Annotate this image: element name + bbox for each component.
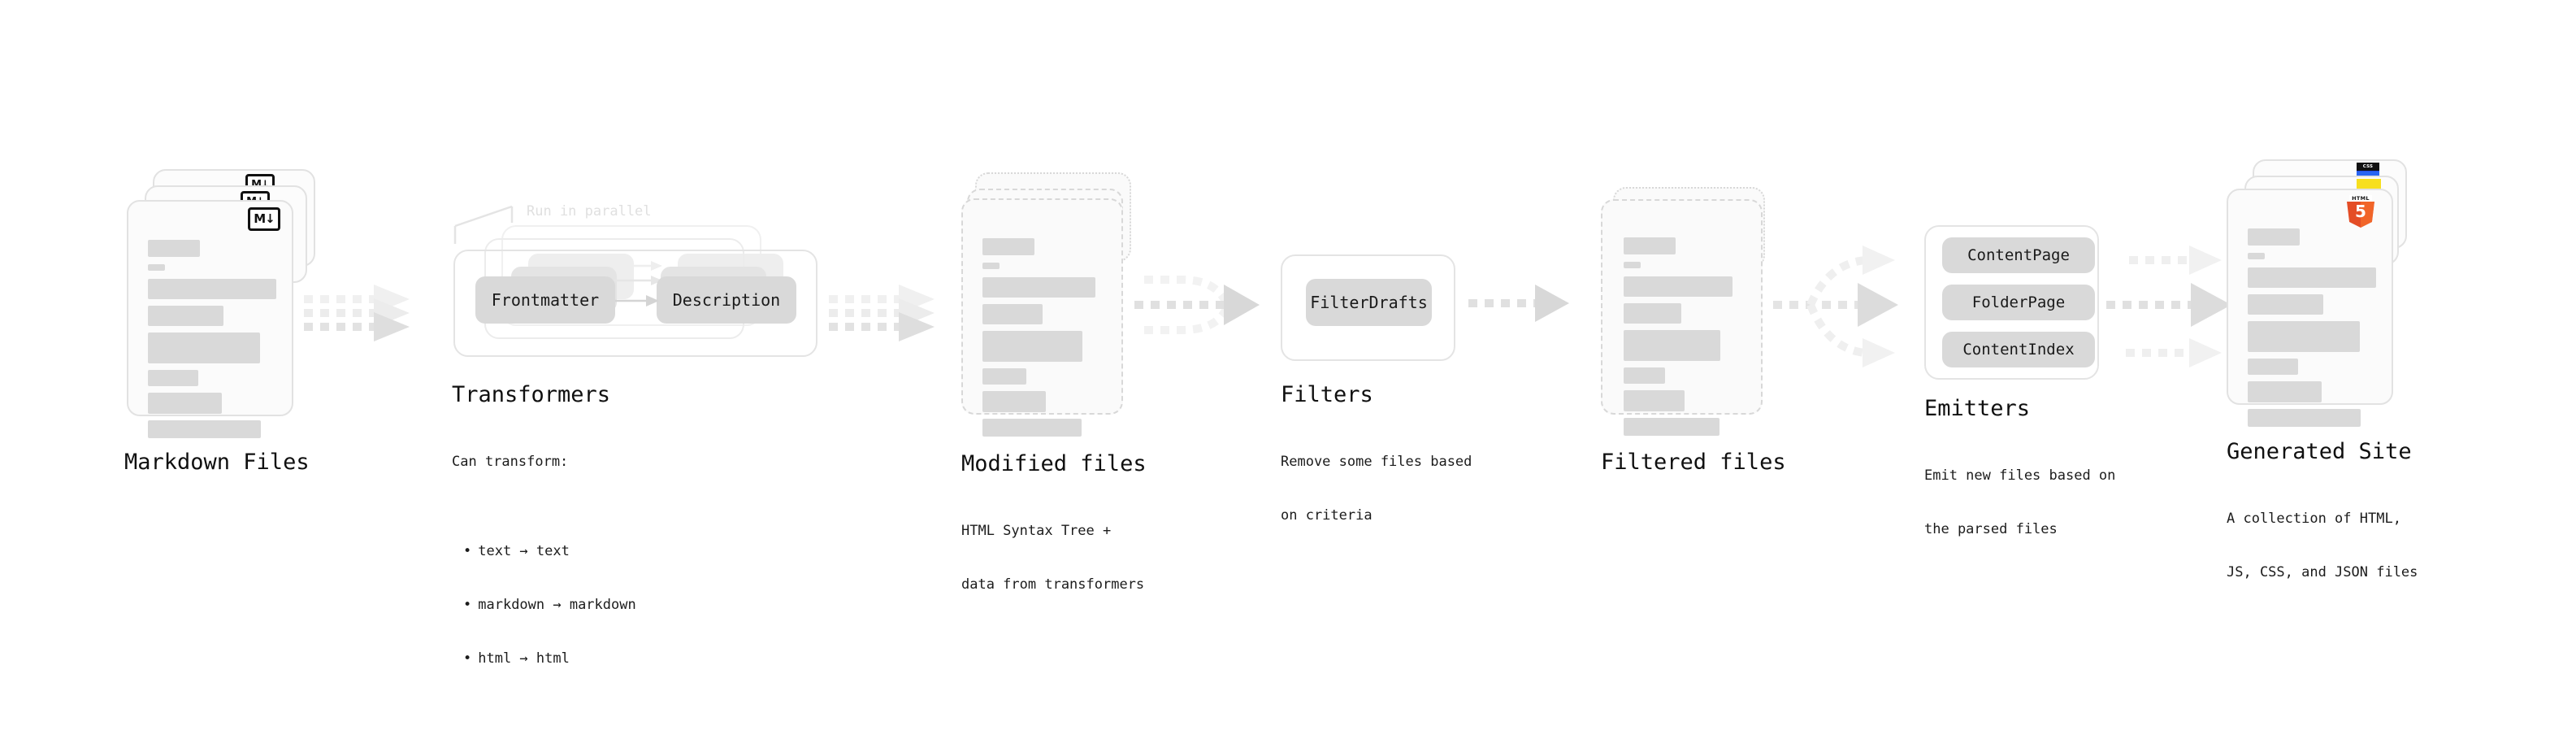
markdown-card-front bbox=[127, 200, 293, 438]
markdown-icon: M↓ bbox=[248, 207, 280, 231]
skeleton-line bbox=[982, 277, 1095, 298]
skeleton-line bbox=[982, 368, 1026, 385]
html5-icon-cap: HTML bbox=[2349, 195, 2372, 202]
transformers-intro: Can transform: bbox=[452, 454, 569, 470]
generated-desc-line-1: A collection of HTML, bbox=[2227, 511, 2401, 527]
modified-desc-line-1: HTML Syntax Tree + bbox=[961, 523, 1112, 539]
filters-desc-line-1: Remove some files based bbox=[1281, 454, 1472, 470]
skeleton-line bbox=[1624, 418, 1720, 436]
skeleton-line bbox=[148, 393, 222, 414]
skeleton-line bbox=[2248, 267, 2376, 288]
connector-modified-to-filters bbox=[1133, 259, 1279, 380]
skeleton-line bbox=[1624, 303, 1681, 324]
skeleton-line bbox=[148, 370, 198, 386]
transformers-rule: markdown → markdown bbox=[463, 596, 635, 614]
connector-markdown-to-transformers bbox=[302, 268, 432, 350]
site-card-front bbox=[2227, 189, 2393, 427]
skeleton-line bbox=[982, 419, 1082, 437]
filters-description: Remove some files based on criteria bbox=[1281, 417, 1472, 560]
stage-title-filtered-files: Filtered files bbox=[1601, 450, 1786, 475]
skeleton-line bbox=[2248, 409, 2361, 427]
skeleton-line bbox=[982, 304, 1043, 324]
connector-filters-to-filtered bbox=[1467, 283, 1589, 332]
skeleton-line bbox=[1624, 390, 1685, 411]
skeleton-line bbox=[2248, 321, 2360, 352]
skeleton-subtitle bbox=[982, 263, 1000, 269]
skeleton-line bbox=[1624, 276, 1733, 297]
skeleton-line bbox=[1624, 330, 1720, 361]
skeleton-line bbox=[982, 331, 1082, 362]
modified-card-front bbox=[961, 198, 1123, 437]
skeleton-line bbox=[2248, 381, 2322, 402]
skeleton-line bbox=[2248, 359, 2298, 375]
skeleton-title bbox=[148, 240, 200, 257]
filtered-card-front bbox=[1601, 199, 1763, 436]
filter-node-filterdrafts[interactable]: FilterDrafts bbox=[1306, 279, 1432, 326]
skeleton-title bbox=[2248, 228, 2300, 246]
stage-title-modified-files: Modified files bbox=[961, 451, 1147, 476]
emitter-node-contentindex[interactable]: ContentIndex bbox=[1942, 332, 2095, 367]
skeleton-line bbox=[148, 333, 260, 363]
filters-desc-line-2: on criteria bbox=[1281, 507, 1373, 524]
emitter-node-contentpage[interactable]: ContentPage bbox=[1942, 237, 2095, 273]
run-in-parallel-leader bbox=[453, 202, 559, 259]
transformer-inner-arrows-ghost bbox=[614, 254, 703, 319]
transformers-rule-list: text → text markdown → markdown html → h… bbox=[452, 506, 636, 703]
stage-title-generated-site: Generated Site bbox=[2227, 439, 2412, 464]
skeleton-line bbox=[148, 306, 223, 326]
skeleton-line bbox=[2248, 294, 2323, 315]
skeleton-line bbox=[148, 420, 261, 438]
skeleton-line bbox=[982, 391, 1046, 412]
skeleton-subtitle bbox=[148, 264, 165, 271]
skeleton-title bbox=[982, 238, 1034, 255]
stage-title-emitters: Emitters bbox=[1924, 396, 2031, 421]
skeleton-line bbox=[1624, 367, 1665, 384]
generated-desc-line-2: JS, CSS, and JSON files bbox=[2227, 564, 2418, 580]
skeleton-line bbox=[148, 279, 276, 299]
html5-icon-number: 5 bbox=[2355, 202, 2366, 221]
transformers-description: Can transform: text → text markdown → ma… bbox=[452, 417, 636, 739]
transformer-inner-arrow-main bbox=[615, 293, 664, 312]
emitters-desc-line-1: Emit new files based on bbox=[1924, 467, 2116, 484]
stage-title-transformers: Transformers bbox=[452, 382, 611, 407]
emitters-desc-line-2: the parsed files bbox=[1924, 521, 2058, 537]
connector-emitters-to-site bbox=[2105, 236, 2259, 382]
connector-filtered-to-emitters bbox=[1772, 236, 1926, 382]
css-icon: CSS bbox=[2357, 163, 2379, 176]
transformer-layer-front bbox=[453, 250, 817, 357]
stage-title-filters: Filters bbox=[1281, 382, 1373, 407]
transformers-rule: text → text bbox=[463, 542, 636, 560]
css-icon-label: CSS bbox=[2357, 163, 2379, 171]
emitters-description: Emit new files based on the parsed files bbox=[1924, 431, 2115, 574]
transformers-rule: html → html bbox=[463, 650, 636, 667]
skeleton-title bbox=[1624, 237, 1676, 254]
modified-files-description: HTML Syntax Tree + data from transformer… bbox=[961, 486, 1144, 629]
transformer-node-description[interactable]: Description bbox=[657, 276, 796, 324]
stage-title-markdown-files: Markdown Files bbox=[124, 450, 310, 475]
modified-desc-line-2: data from transformers bbox=[961, 576, 1145, 593]
generated-site-description: A collection of HTML, JS, CSS, and JSON … bbox=[2227, 474, 2418, 617]
run-in-parallel-label: Run in parallel bbox=[527, 203, 652, 220]
skeleton-subtitle bbox=[2248, 253, 2265, 259]
skeleton-subtitle bbox=[1624, 262, 1641, 268]
pipeline-diagram: M↓ M↓ M↓ Markdown Files bbox=[0, 0, 2576, 681]
connector-transformers-to-modified bbox=[827, 268, 957, 350]
emitter-node-folderpage[interactable]: FolderPage bbox=[1942, 285, 2095, 320]
css-icon-stripe bbox=[2357, 172, 2379, 176]
transformer-node-frontmatter[interactable]: Frontmatter bbox=[475, 276, 615, 324]
html5-icon: HTML 5 bbox=[2347, 195, 2374, 228]
